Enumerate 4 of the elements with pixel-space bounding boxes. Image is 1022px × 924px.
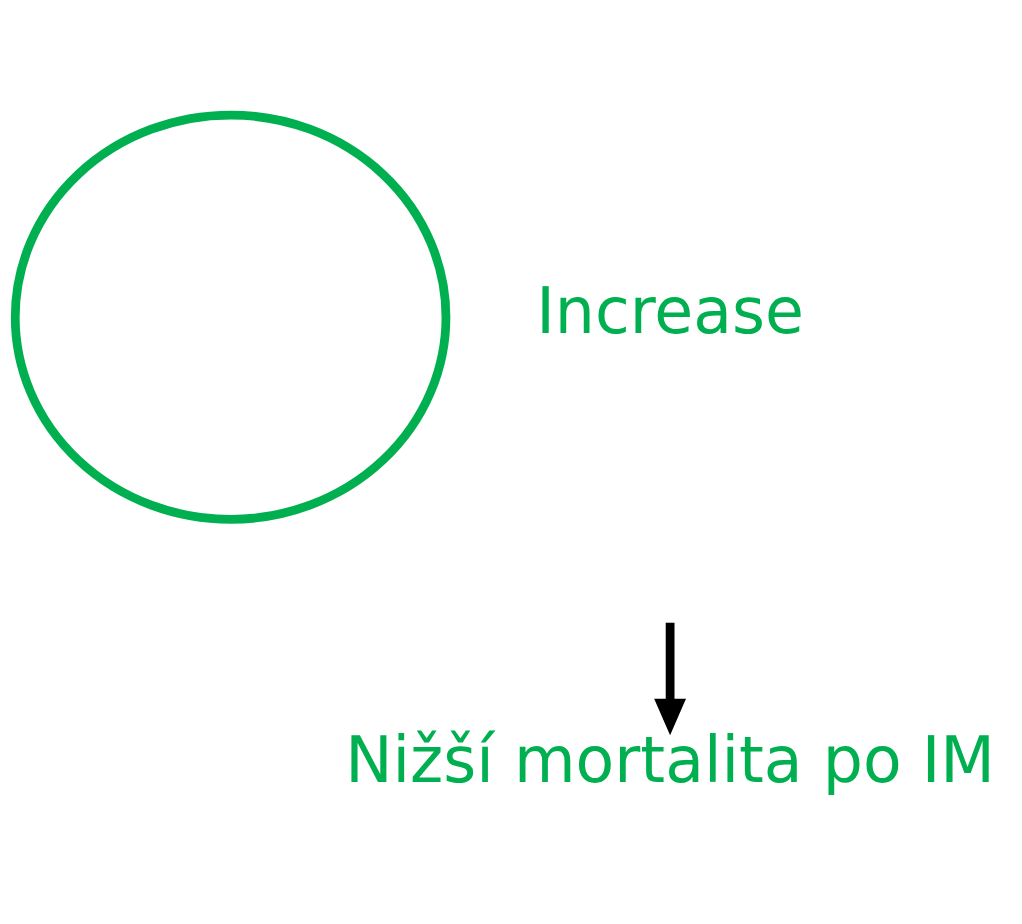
node-text: Nižší mortalita po IM [345,723,995,798]
label: Increase [536,273,804,348]
arrow [654,622,687,736]
node-circle [10,110,451,524]
